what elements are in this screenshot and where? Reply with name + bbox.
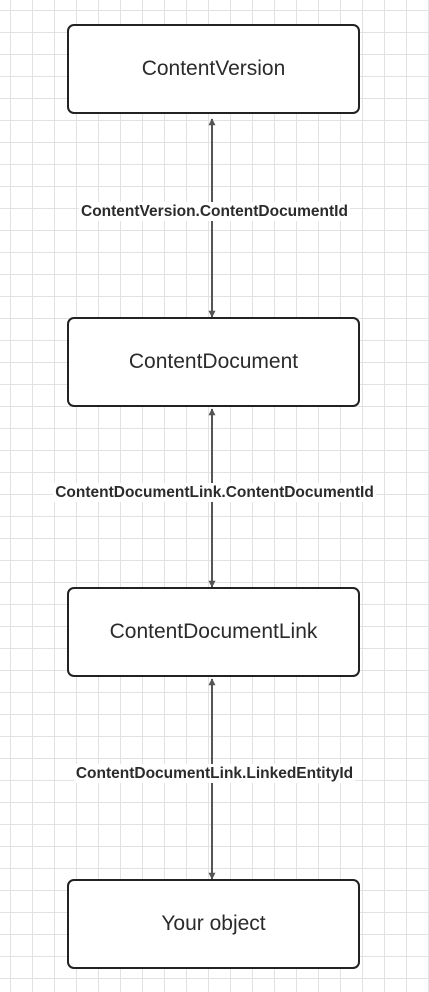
node-content-document[interactable]: ContentDocument xyxy=(67,317,360,407)
node-your-object[interactable]: Your object xyxy=(67,879,360,969)
node-label: Your object xyxy=(161,912,266,935)
node-content-document-link[interactable]: ContentDocumentLink xyxy=(67,587,360,677)
node-label: ContentDocumentLink xyxy=(109,620,318,643)
node-label: ContentDocument xyxy=(128,350,299,373)
node-label: ContentVersion xyxy=(141,57,286,80)
edge-label-version-document: ContentVersion.ContentDocumentId xyxy=(79,202,350,221)
edge-label-document-link: ContentDocumentLink.ContentDocumentId xyxy=(53,483,376,502)
edge-label-link-object: ContentDocumentLink.LinkedEntityId xyxy=(73,764,356,783)
node-content-version[interactable]: ContentVersion xyxy=(67,24,360,114)
